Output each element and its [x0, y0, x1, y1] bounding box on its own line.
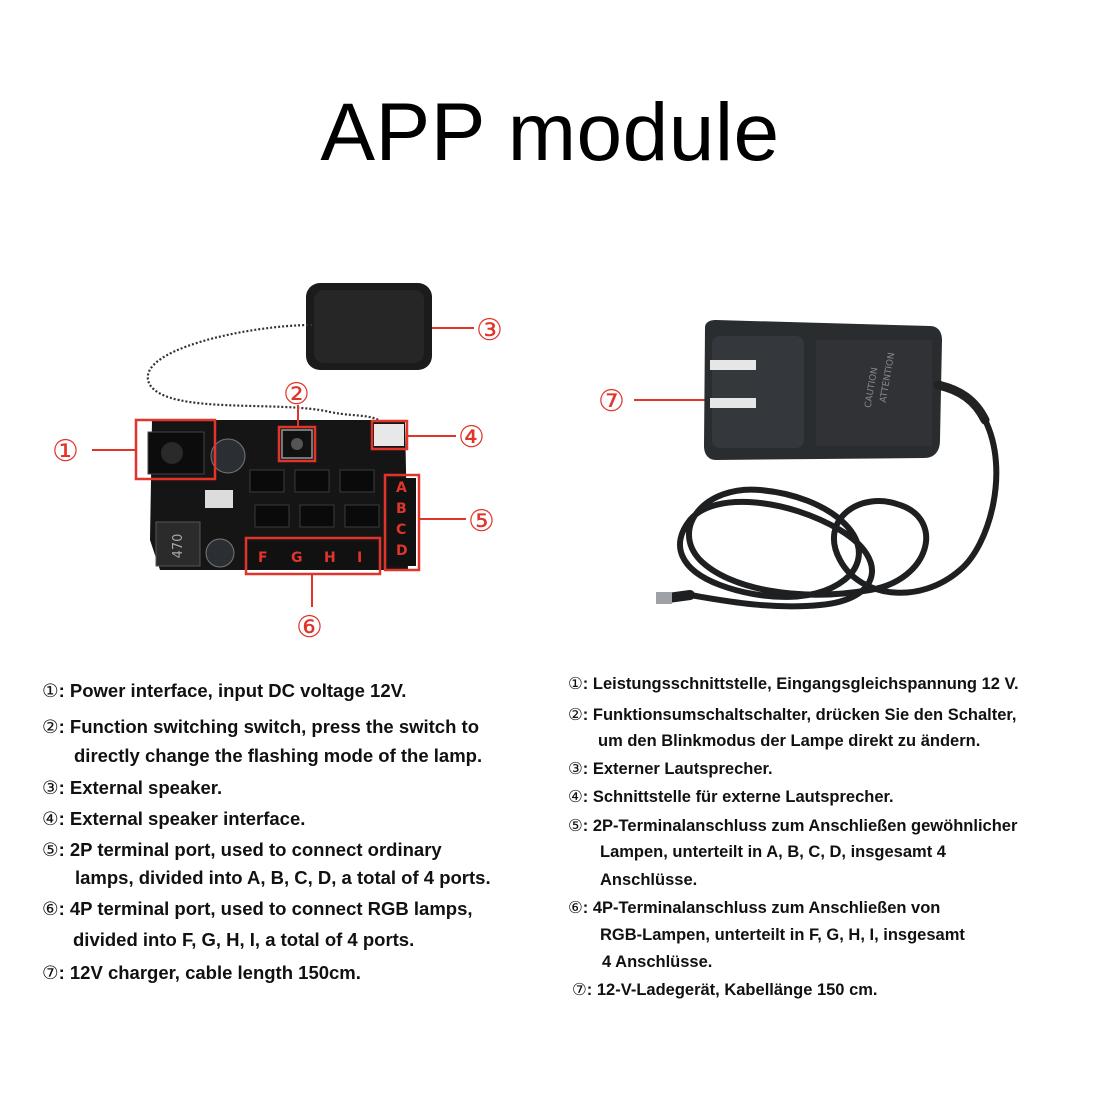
product-figure: 470 A B C D F G H I ① ② ③ ④ ⑤ [52, 283, 1000, 645]
callout-4: ④ [458, 420, 485, 455]
en-note-4: ④: External speaker interface. [42, 808, 306, 830]
callout-2: ② [283, 377, 310, 412]
charger-cable [677, 417, 1000, 610]
de-note-5: ⑤: 2P-Terminalanschluss zum Anschließen … [568, 816, 1018, 835]
de-note-6-cont2: 4 Anschlüsse. [602, 953, 713, 971]
en-note-6: ⑥: 4P terminal port, used to connect RGB… [42, 898, 473, 920]
external-speaker [306, 283, 432, 370]
charger: CAUTION ATTENTION [656, 320, 1000, 610]
port-letter-c: C [396, 522, 406, 538]
en-note-7: ⑦: 12V charger, cable length 150cm. [42, 962, 361, 984]
inductor [155, 521, 201, 567]
en-note-5: ⑤: 2P terminal port, used to connect ord… [42, 839, 442, 861]
en-note-5-cont: lamps, divided into A, B, C, D, a total … [75, 867, 491, 888]
callout-6: ⑥ [296, 610, 323, 645]
en-note-6-cont: divided into F, G, H, I, a total of 4 po… [73, 929, 415, 950]
de-note-4: ④: Schnittstelle für externe Lautspreche… [568, 787, 894, 806]
port-letter-a: A [396, 480, 407, 496]
de-note-2-cont: um den Blinkmodus der Lampe direkt zu än… [598, 732, 981, 750]
port-letter-g: G [291, 550, 303, 566]
de-note-7: ⑦: 12-V-Ladegerät, Kabellänge 150 cm. [572, 980, 878, 999]
port-letter-i: I [357, 550, 362, 566]
de-note-6-cont: RGB-Lampen, unterteilt in F, G, H, I, in… [600, 926, 965, 944]
callout-5: ⑤ [468, 504, 495, 539]
de-note-3: ③: Externer Lautsprecher. [568, 759, 773, 778]
english-notes: ①: Power interface, input DC voltage 12V… [42, 0, 562, 1100]
de-note-2: ②: Funktionsumschaltschalter, drücken Si… [568, 705, 1017, 724]
callout-3: ③ [476, 313, 503, 348]
de-note-1: ①: Leistungsschnittstelle, Eingangsgleic… [568, 674, 1019, 693]
en-note-2: ②: Function switching switch, press the … [42, 716, 479, 738]
plug-prong-bottom [710, 398, 756, 408]
dc-plug-tip [656, 592, 672, 604]
inductor-label: 470 [171, 534, 186, 559]
callout-1: ① [52, 434, 79, 469]
de-note-5-cont2: Anschlüsse. [600, 871, 698, 889]
en-note-1: ①: Power interface, input DC voltage 12V… [42, 680, 407, 702]
port-letter-h: H [324, 550, 336, 566]
highlight-2p-ports [383, 473, 421, 572]
en-note-3: ③: External speaker. [42, 777, 223, 799]
speaker-connector [374, 424, 404, 446]
en-note-2-cont: directly change the flashing mode of the… [74, 745, 483, 766]
de-note-5-cont: Lampen, unterteilt in A, B, C, D, insges… [600, 843, 946, 861]
port-letter-f: F [258, 550, 268, 566]
callout-7: ⑦ [598, 384, 625, 419]
page-title: APP module [320, 87, 780, 178]
port-letter-b: B [396, 501, 407, 517]
plug-prong-top [710, 360, 756, 370]
de-note-6: ⑥: 4P-Terminalanschluss zum Anschließen … [568, 898, 941, 917]
port-letter-d: D [396, 543, 408, 559]
